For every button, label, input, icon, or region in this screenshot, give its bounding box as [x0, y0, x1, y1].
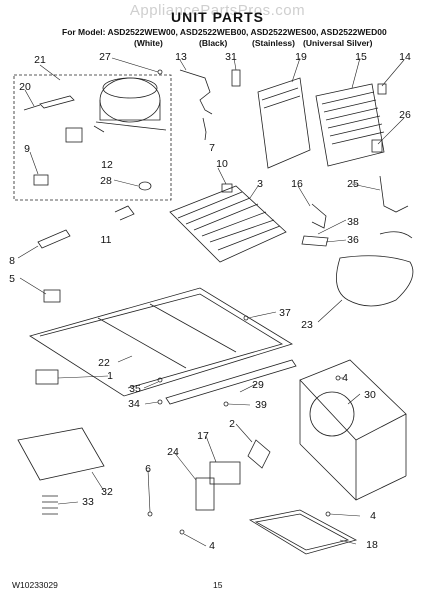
callout-6: 6 [145, 463, 151, 475]
callout-3: 3 [257, 178, 263, 190]
callout-39: 39 [255, 399, 267, 411]
frame-22 [29, 287, 293, 397]
callout-9: 9 [24, 143, 30, 155]
pad-32 [17, 427, 105, 481]
callout-7: 7 [209, 142, 215, 154]
variant-black: (Black) [199, 38, 228, 48]
callout-14: 14 [399, 51, 411, 63]
callout-11: 11 [100, 234, 112, 246]
overload-part [39, 95, 75, 109]
fan-blade-2 [247, 439, 271, 469]
callout-35: 35 [129, 383, 141, 395]
variant-white: (White) [134, 38, 163, 48]
cover-part [33, 174, 49, 186]
panel-19 [257, 77, 311, 169]
spring-33 [42, 495, 58, 515]
relay-part [65, 127, 83, 143]
cylinder-8 [37, 229, 71, 249]
model-list: For Model: ASD2522WEW00, ASD2522WEB00, A… [62, 27, 387, 37]
callout-12: 12 [101, 159, 113, 171]
callout-25: 25 [347, 178, 359, 190]
callout-13: 13 [175, 51, 187, 63]
tube-7 [202, 117, 207, 141]
callout-8: 8 [9, 255, 15, 267]
harness-23 [336, 255, 414, 307]
callout-26: 26 [399, 109, 411, 121]
callout-28: 28 [100, 175, 112, 187]
callout-33: 33 [82, 496, 94, 508]
callout-18: 18 [366, 539, 378, 551]
bracket-24 [195, 477, 215, 511]
callout-21: 21 [34, 54, 46, 66]
callout-4a: 4 [342, 372, 348, 384]
callout-23: 23 [301, 319, 313, 331]
callout-15: 15 [355, 51, 367, 63]
callout-1: 1 [107, 370, 113, 382]
clip-14 [377, 83, 387, 95]
compressor-group-box [13, 74, 172, 201]
callout-4b: 4 [370, 510, 376, 522]
plate-1 [35, 369, 59, 385]
grommet [138, 181, 152, 191]
callout-34: 34 [128, 398, 140, 410]
fan-motor-17 [209, 461, 241, 485]
callout-10: 10 [216, 158, 228, 170]
callout-22: 22 [98, 357, 110, 369]
callout-24: 24 [167, 446, 179, 458]
bracket-31 [231, 69, 241, 87]
callout-16: 16 [291, 178, 303, 190]
callout-4c: 4 [209, 540, 215, 552]
clip-10 [221, 183, 233, 193]
callout-37: 37 [279, 307, 291, 319]
variant-stainless: (Stainless) [252, 38, 295, 48]
tube-13 [179, 69, 213, 115]
callout-20: 20 [19, 81, 31, 93]
callout-30: 30 [364, 389, 376, 401]
document-code: W10233029 [12, 580, 58, 590]
clip-26 [371, 139, 383, 153]
bracket-5 [43, 289, 61, 303]
callout-38: 38 [347, 216, 359, 228]
compressor [99, 77, 161, 123]
callout-31: 31 [225, 51, 237, 63]
callout-32: 32 [101, 486, 113, 498]
callout-17: 17 [197, 430, 209, 442]
evaporator-15 [315, 83, 385, 167]
tube-25 [379, 175, 409, 213]
bracket-36 [301, 235, 329, 247]
callout-29: 29 [252, 379, 264, 391]
callout-27: 27 [99, 51, 111, 63]
wire-11 [114, 205, 135, 221]
variant-universal-silver: (Universal Silver) [303, 38, 373, 48]
callout-5: 5 [9, 273, 15, 285]
callout-19: 19 [295, 51, 307, 63]
condenser-3 [169, 185, 287, 263]
page-number: 15 [213, 580, 223, 590]
page-title: UNIT PARTS [171, 9, 264, 25]
callout-36: 36 [347, 234, 359, 246]
tray-18 [248, 509, 358, 555]
watermark: AppliancePartsPros.com [129, 2, 306, 19]
callout-2: 2 [229, 418, 235, 430]
rail-29 [165, 359, 297, 405]
bracket-16 [311, 203, 327, 229]
